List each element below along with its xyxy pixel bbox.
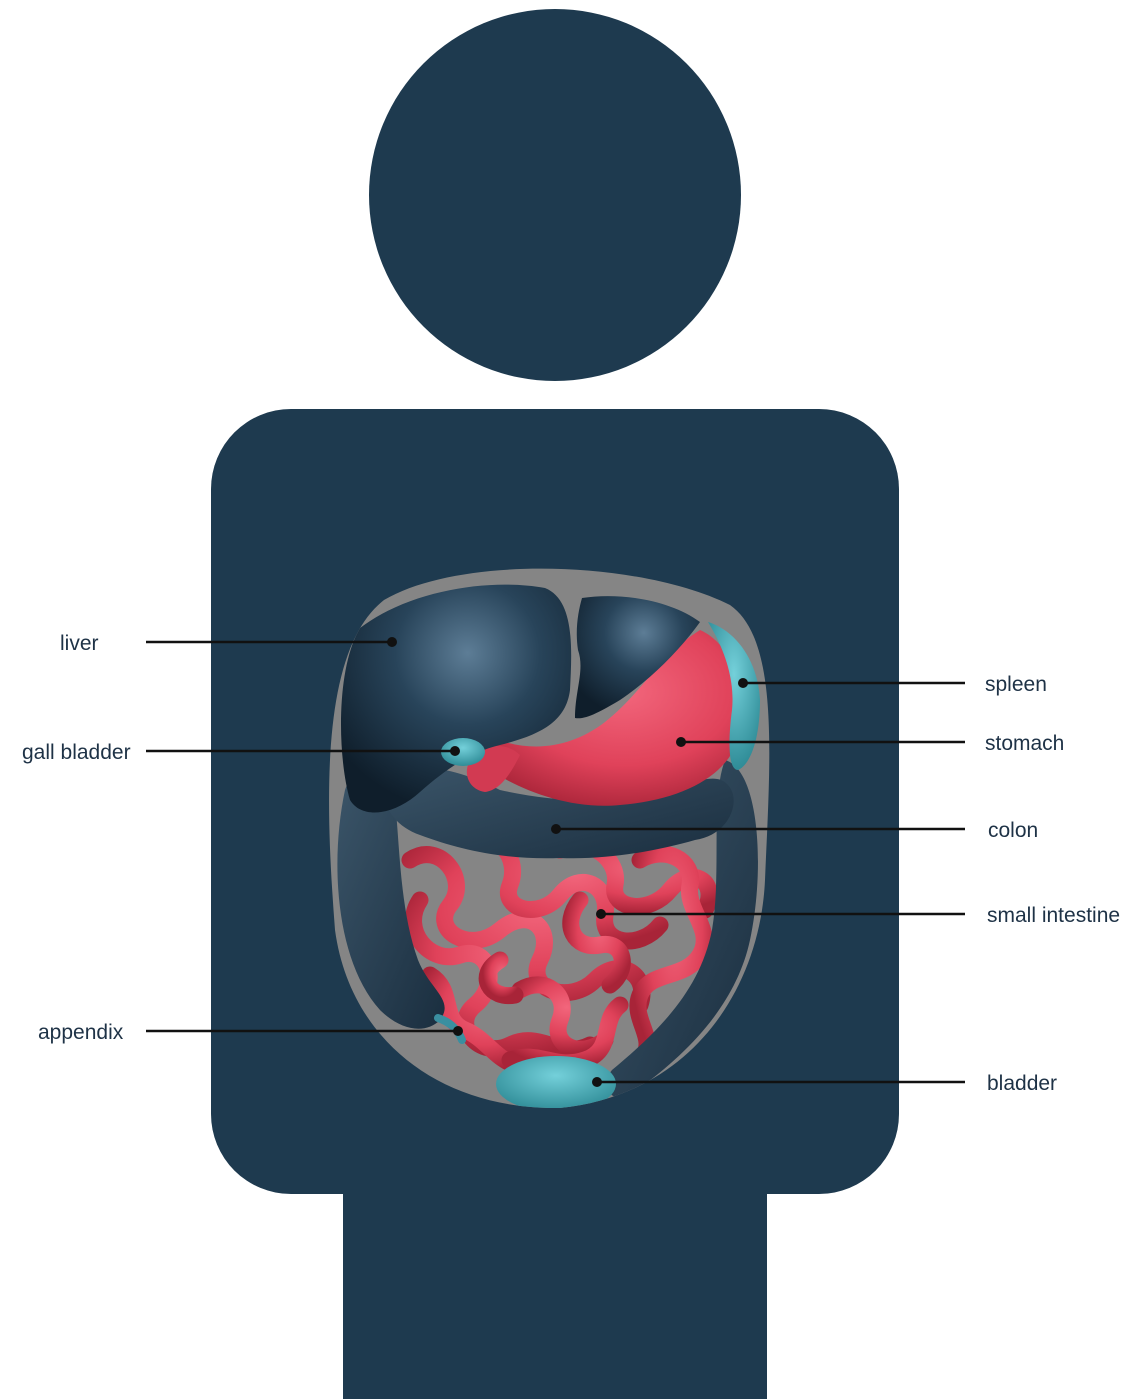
label-small-intestine: small intestine [987, 904, 1120, 927]
leader-gall-bladder-dot [450, 746, 460, 756]
head-shape [369, 9, 741, 381]
leader-stomach-dot [676, 737, 686, 747]
label-stomach: stomach [985, 732, 1064, 755]
leader-appendix-dot [453, 1026, 463, 1036]
label-colon: colon [988, 819, 1038, 842]
legs-shape [343, 1150, 767, 1399]
label-spleen: spleen [985, 673, 1047, 696]
leader-small-intestine-dot [596, 909, 606, 919]
leader-colon-dot [551, 824, 561, 834]
leader-bladder-dot [592, 1077, 602, 1087]
label-gall-bladder: gall bladder [22, 741, 131, 764]
leader-spleen-dot [738, 678, 748, 688]
label-liver: liver [60, 632, 99, 655]
label-bladder: bladder [987, 1072, 1057, 1095]
leader-liver-dot [387, 637, 397, 647]
label-appendix: appendix [38, 1021, 124, 1044]
